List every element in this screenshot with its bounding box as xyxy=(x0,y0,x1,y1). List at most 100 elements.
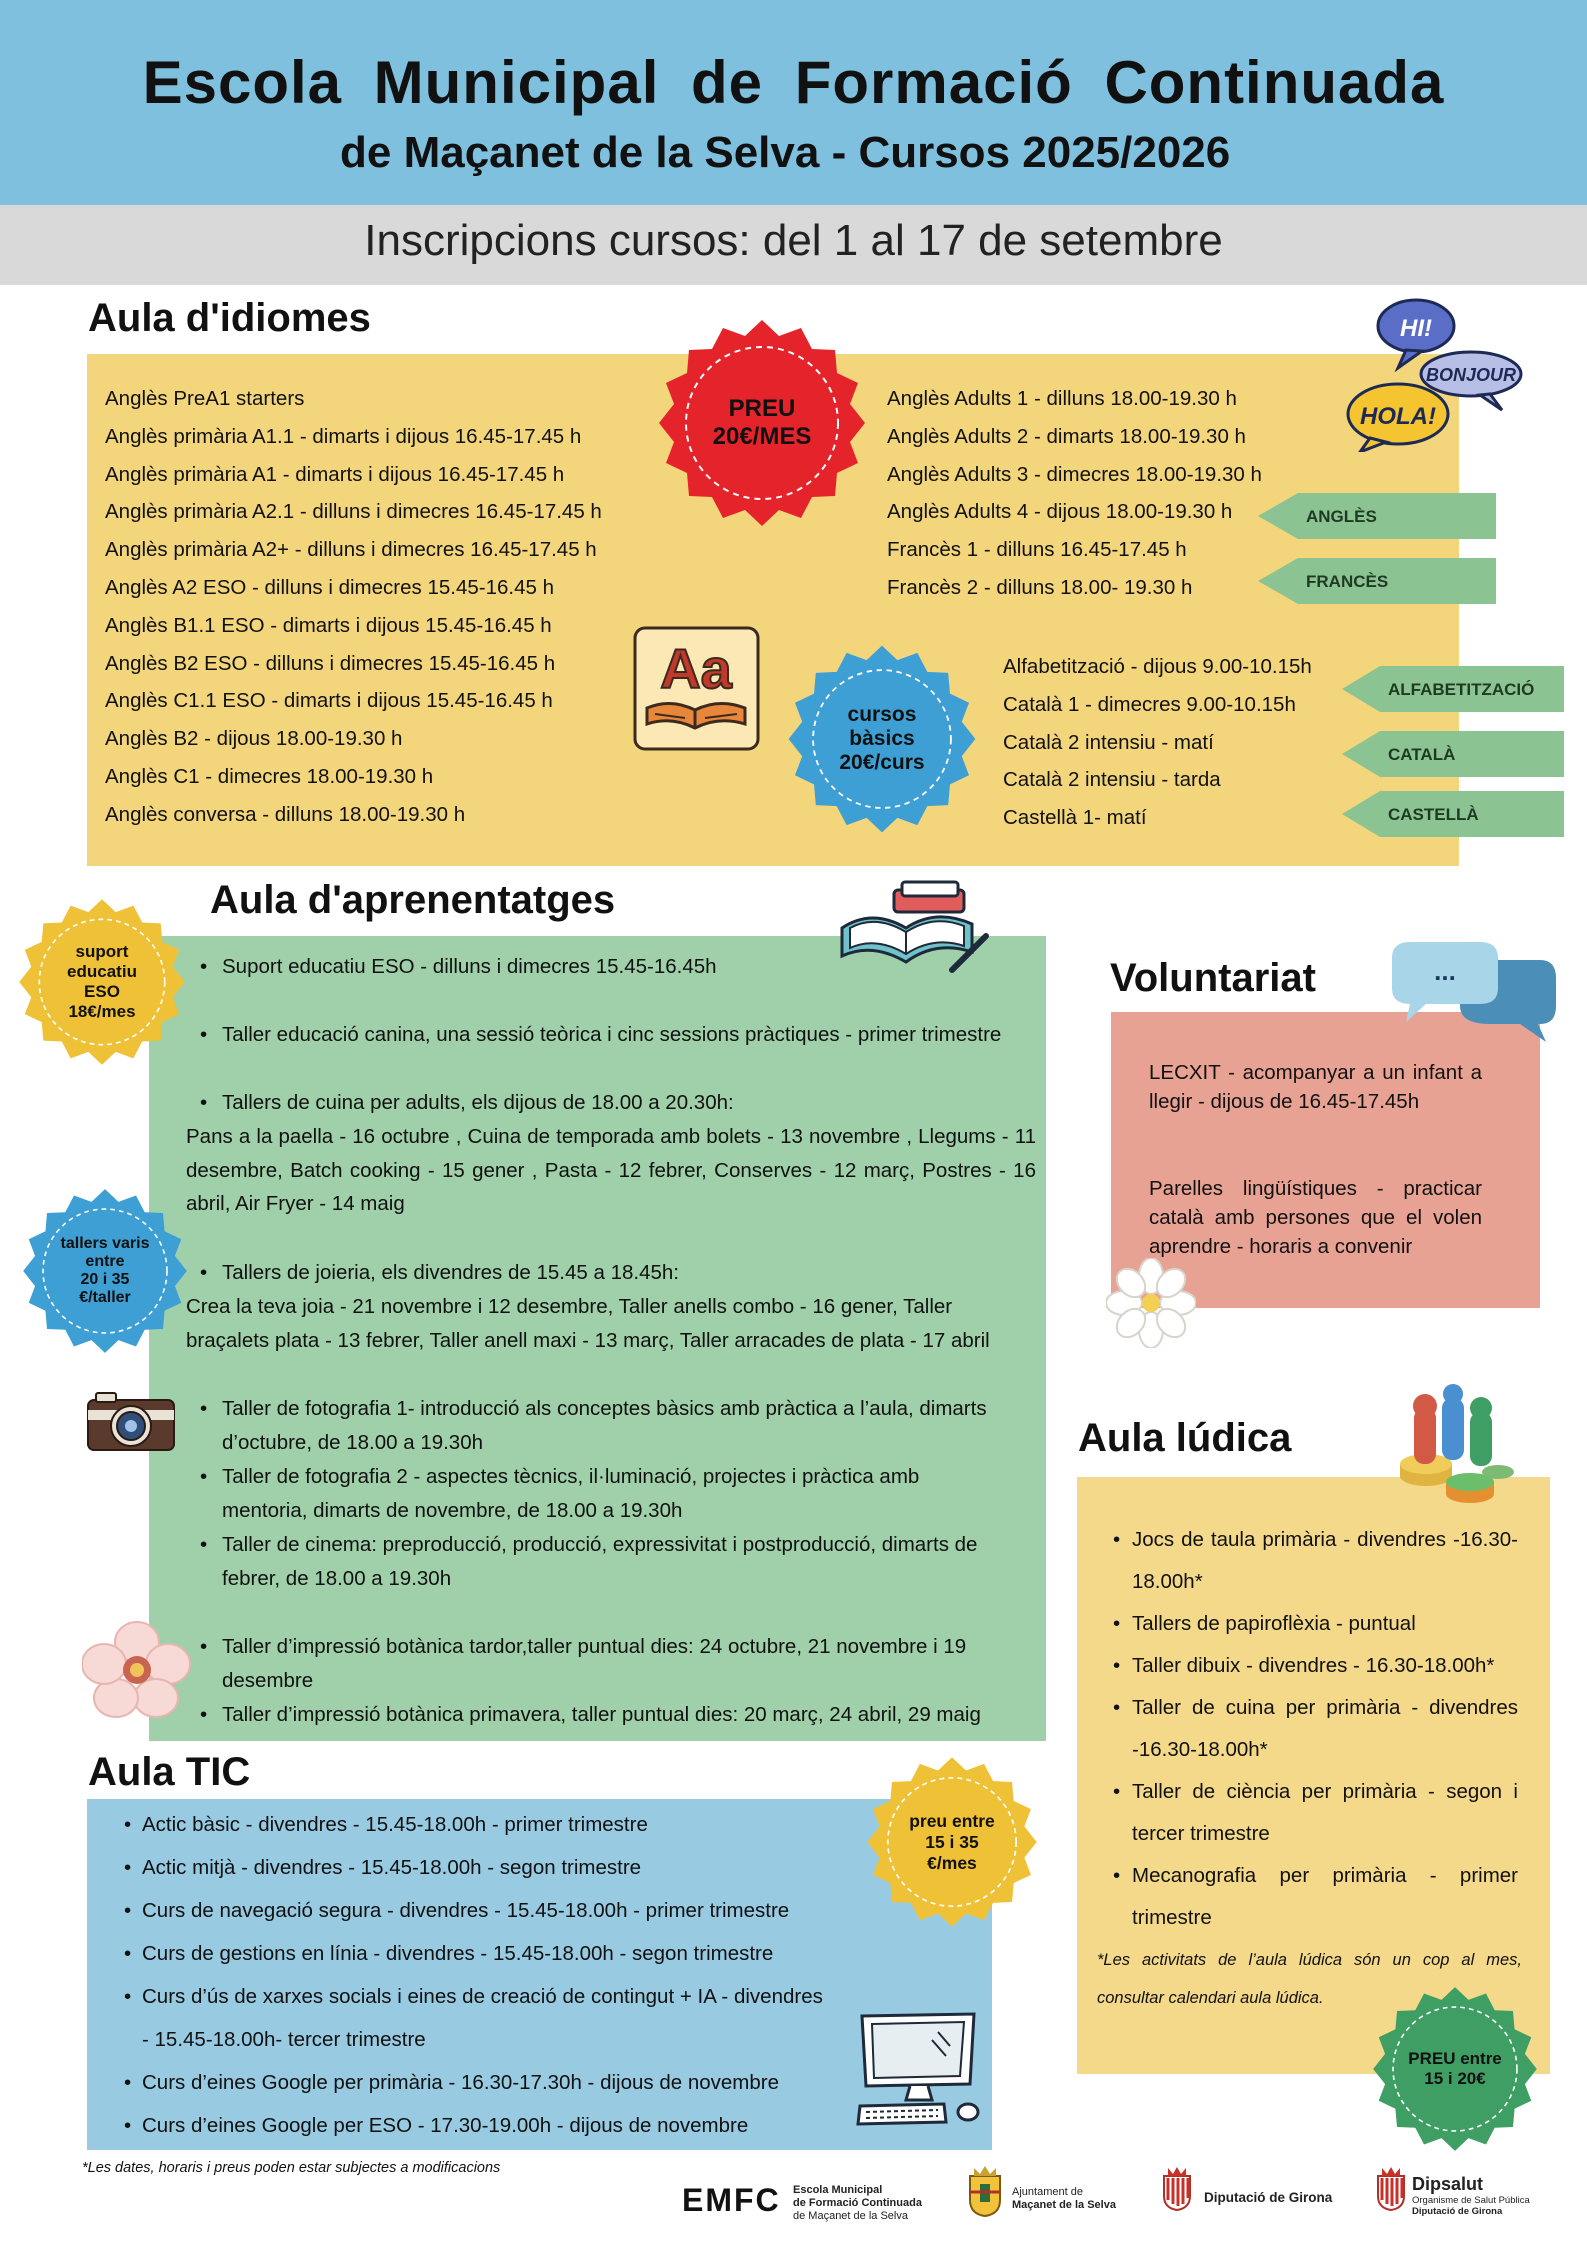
list-item: Taller d’impressió botànica primavera, t… xyxy=(186,1698,1082,1732)
footer-disclaimer: *Les dates, horaris i preus poden estar … xyxy=(82,2160,501,2176)
section-title-aprenentatges: Aula d'aprenentatges xyxy=(210,878,616,922)
seal-shape xyxy=(788,645,976,833)
emfc-logo-text: Escola Municipal de Formació Continuada … xyxy=(793,2184,922,2223)
voluntariat-item: Parelles lingüístiques - practicar catal… xyxy=(1149,1177,1482,1258)
course-item: Anglès C1 - dimecres 18.00-19.30 h xyxy=(105,764,434,788)
section-title-idiomes: Aula d'idiomes xyxy=(88,296,371,340)
list-item: Actic bàsic - divendres - 15.45-18.00h -… xyxy=(88,1803,988,1846)
course-item: Català 1 - dimecres 9.00-10.15h xyxy=(1003,692,1296,716)
idiomes-right-list: Anglès Adults 1 - dilluns 18.00-19.30 h … xyxy=(887,380,1262,607)
tallers-seal-text: tallers varis entre 20 i 35 €/taller xyxy=(60,1235,150,1306)
board-game-pieces-icon xyxy=(1386,1384,1516,1508)
registration-dates: Inscripcions cursos: del 1 al 17 de sete… xyxy=(364,216,1223,265)
course-item: Anglès primària A1.1 - dimarts i dijous … xyxy=(105,424,582,448)
basic-courses-list: Alfabetització - dijous 9.00-10.15h Cata… xyxy=(1003,648,1312,837)
course-item: Anglès primària A1 - dimarts i dijous 16… xyxy=(105,462,565,486)
page-subtitle: de Maçanet de la Selva - Cursos 2025/202… xyxy=(340,128,1231,177)
section-title-ludica: Aula lúdica xyxy=(1078,1416,1292,1460)
course-item: Anglès primària A2+ - dilluns i dimecres… xyxy=(105,538,597,562)
list-item: Jocs de taula primària - divendres -16.3… xyxy=(1077,1519,1550,1603)
seal-shape xyxy=(1373,1987,1537,2151)
registration-band xyxy=(0,205,1587,285)
list-item: Taller dibuix - divendres - 16.30-18.00h… xyxy=(1077,1645,1550,1687)
list-item: Tallers de joieria, els divendres de 15.… xyxy=(186,1256,679,1290)
list-item: Curs de navegació segura - divendres - 1… xyxy=(88,1889,988,1932)
section-title-voluntariat: Voluntariat xyxy=(1110,956,1316,1000)
list-item: Taller de fotografia 1- introducció als … xyxy=(186,1392,1036,1459)
list-item: Taller de cuina per primària - divendres… xyxy=(1077,1687,1550,1771)
flower-icon xyxy=(81,1620,192,1720)
list-item-continuation: - 15.45-18.00h- tercer trimestre xyxy=(142,2028,426,2051)
price-seal-text: PREU 20€/MES xyxy=(712,395,812,450)
open-book-icon xyxy=(832,880,992,980)
ajuntament-text: Ajuntament de Maçanet de la Selva xyxy=(1012,2186,1116,2212)
tag-catala: CATALÀ xyxy=(1342,731,1564,777)
list-item: Taller de cinema: preproducció, producci… xyxy=(186,1528,1036,1595)
course-item: Anglès PreA1 starters xyxy=(105,387,305,410)
tag-label: FRANCÈS xyxy=(1306,572,1389,591)
suport-seal-text: suport educatiu ESO 18€/mes xyxy=(67,942,137,1021)
speech-bubbles-icon: HI! BONJOUR HOLA! xyxy=(1340,294,1525,456)
ajuntament-shield-icon xyxy=(964,2162,1006,2218)
dipsalut-name: Dipsalut xyxy=(1412,2174,1484,2194)
ludica-list: Jocs de taula primària - divendres -16.3… xyxy=(1077,1519,1550,1939)
speech-hola: HOLA! xyxy=(1360,403,1436,430)
tag-label: CASTELLÀ xyxy=(1388,805,1479,824)
course-item: Francès 2 - dilluns 18.00- 19.30 h xyxy=(887,575,1193,599)
list-item: Tallers de cuina per adults, els dijous … xyxy=(186,1086,734,1120)
price-seal-idiomes: PREU 20€/MES xyxy=(655,316,869,530)
chat-bubble-icon: ... xyxy=(1390,940,1558,1044)
price-seal-suport: suport educatiu ESO 18€/mes xyxy=(16,896,188,1068)
basic-seal-text: cursos bàsics 20€/curs xyxy=(839,703,925,774)
emfc-line: de Maçanet de la Selva xyxy=(793,2210,908,2222)
dipsalut-line: Organisme de Salut Pública xyxy=(1412,2195,1530,2206)
seal-shape xyxy=(23,1189,187,1353)
course-item: Català 2 intensiu - tarda xyxy=(1003,768,1221,792)
tic-seal-text: preu entre 15 i 35 €/mes xyxy=(909,1810,995,1873)
page-title: Escola Municipal de Formació Continuada xyxy=(142,49,1445,116)
speech-hi: HI! xyxy=(1400,315,1432,342)
ludica-note: *Les activitats de l’aula lúdica són un … xyxy=(1097,1951,1522,2007)
course-item: Anglès B2 ESO - dilluns i dimecres 15.45… xyxy=(105,651,556,675)
dipsalut-text: Dipsalut Organisme de Salut Pública Dipu… xyxy=(1412,2174,1530,2217)
list-item: Taller d’impressió botànica tardor,talle… xyxy=(186,1630,1036,1697)
idiomes-left-list: Anglès PreA1 starters Anglès primària A1… xyxy=(105,380,602,834)
book-icon-letters: Aa xyxy=(660,637,732,700)
emfc-line: Escola Municipal xyxy=(793,2184,883,2196)
list-item: Curs d’eines Google per ESO - 17.30-19.0… xyxy=(88,2104,988,2147)
list-item: Mecanografia per primària - primer trime… xyxy=(1077,1855,1550,1939)
chat-dots: ... xyxy=(1434,956,1456,986)
book-aa-icon: Aa xyxy=(633,626,760,751)
course-item: Anglès Adults 1 - dilluns 18.00-19.30 h xyxy=(887,387,1237,410)
diputacio-shield-icon xyxy=(1160,2166,1194,2212)
speech-bonjour: BONJOUR xyxy=(1426,365,1516,385)
diputacio-text: Diputació de Girona xyxy=(1204,2190,1333,2205)
course-item: Anglès Adults 2 - dimarts 18.00-19.30 h xyxy=(887,424,1246,448)
list-item: Taller educació canina, una sessió teòri… xyxy=(186,1018,1001,1052)
emfc-logo: EMFC xyxy=(682,2182,782,2218)
list-item-detail: Crea la teva joia - 21 novembre i 12 des… xyxy=(186,1295,990,1352)
dipsalut-shield-icon xyxy=(1374,2166,1408,2212)
course-item: Anglès Adults 3 - dimecres 18.00-19.30 h xyxy=(887,462,1262,486)
course-item: Francès 1 - dilluns 16.45-17.45 h xyxy=(887,538,1187,562)
list-item: Curs d’ús de xarxes socials i eines de c… xyxy=(88,1975,988,2018)
course-item: Anglès B1.1 ESO - dimarts i dijous 15.45… xyxy=(105,613,552,637)
voluntariat-item: LECXIT - acompanyar a un infant a llegir… xyxy=(1149,1061,1482,1113)
list-item: Tallers de papiroflèxia - puntual xyxy=(1077,1603,1550,1645)
tag-frances: FRANCÈS xyxy=(1258,558,1496,604)
course-item: Anglès primària A2.1 - dilluns i dimecre… xyxy=(105,500,602,524)
emfc-line: de Formació Continuada xyxy=(793,2197,922,2209)
seal-shape xyxy=(867,1757,1037,1927)
list-item: Curs de gestions en línia - divendres - … xyxy=(88,1932,988,1975)
price-seal-tic: preu entre 15 i 35 €/mes xyxy=(864,1754,1040,1930)
course-item: Alfabetització - dijous 9.00-10.15h xyxy=(1003,655,1312,678)
list-item: Actic mitjà - divendres - 15.45-18.00h -… xyxy=(88,1846,988,1889)
list-item: Curs d’eines Google per primària - 16.30… xyxy=(88,2061,988,2104)
flower-icon xyxy=(1105,1257,1197,1349)
tag-label: ALFABETITZACIÓ xyxy=(1388,680,1535,699)
course-item: Anglès A2 ESO - dilluns i dimecres 15.45… xyxy=(105,575,554,599)
course-item: Català 2 intensiu - matí xyxy=(1003,730,1214,754)
section-title-tic: Aula TIC xyxy=(88,1750,251,1794)
tag-label: ANGLÈS xyxy=(1306,507,1377,526)
tag-castella: CASTELLÀ xyxy=(1342,791,1564,837)
